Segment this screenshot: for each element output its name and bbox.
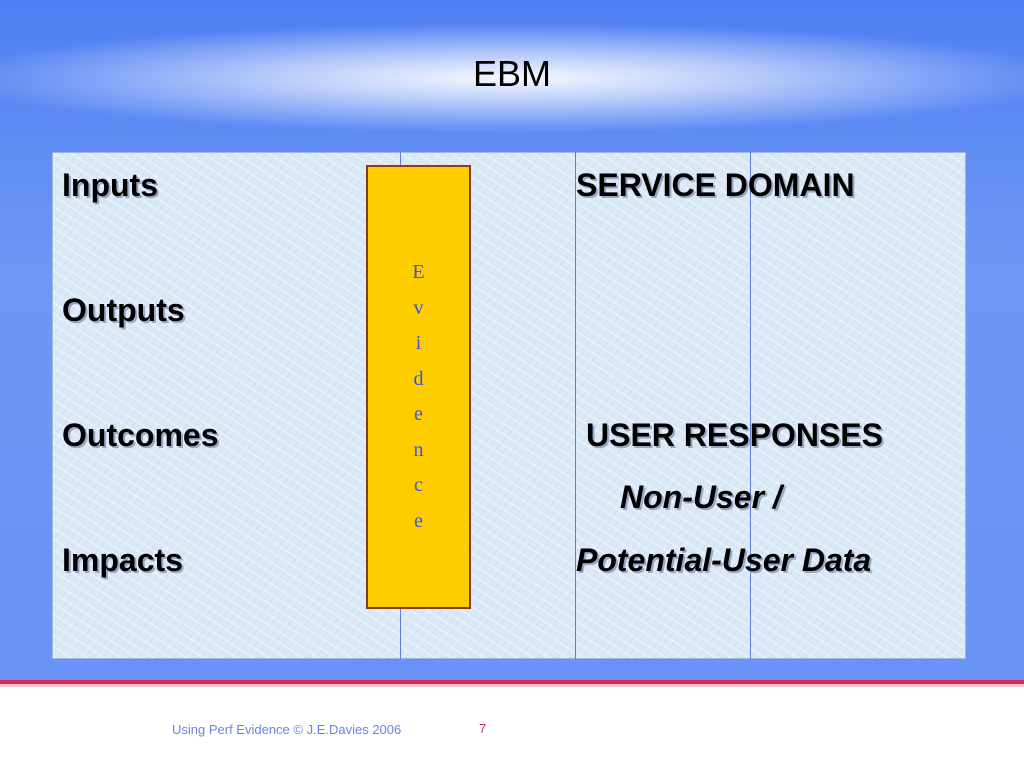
- label-inputs: Inputs: [62, 167, 158, 203]
- evidence-vertical-text: E v i d e n c e: [368, 255, 469, 539]
- evidence-letter: e: [414, 403, 423, 425]
- evidence-letter: d: [413, 367, 424, 390]
- label-outcomes: Outcomes: [62, 417, 219, 453]
- page-number: 7: [479, 721, 487, 736]
- evidence-letter: v: [413, 296, 424, 319]
- content-panel: [52, 152, 966, 659]
- evidence-letter: i: [415, 332, 422, 354]
- footer-copyright: Using Perf Evidence © J.E.Davies 2006: [172, 722, 402, 737]
- label-outputs: Outputs: [62, 292, 185, 328]
- column-divider-3: [750, 152, 751, 659]
- footer-divider: [0, 680, 1024, 684]
- evidence-letter: e: [414, 509, 423, 532]
- evidence-letter: E: [412, 261, 425, 283]
- evidence-box: E v i d e n c e: [366, 165, 471, 609]
- label-user-responses: USER RESPONSES: [586, 417, 883, 453]
- slide-title: EBM: [472, 53, 551, 94]
- column-divider-2: [575, 152, 576, 659]
- footer-divider-shadow: [0, 684, 1024, 687]
- label-non-user: Non-User /: [620, 479, 782, 515]
- label-potential-user-data: Potential-User Data: [576, 542, 872, 578]
- evidence-letter: n: [413, 438, 424, 461]
- label-impacts: Impacts: [62, 542, 183, 578]
- label-service-domain: SERVICE DOMAIN: [576, 167, 855, 203]
- evidence-letter: c: [414, 474, 423, 496]
